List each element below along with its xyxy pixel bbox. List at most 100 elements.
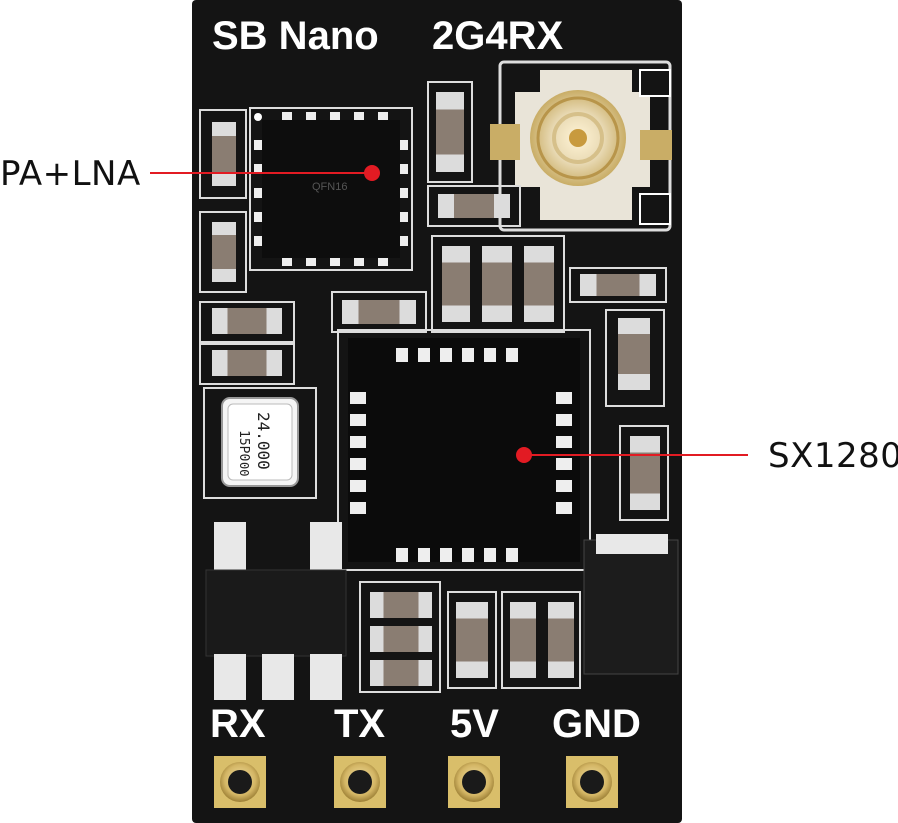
capacitor [427, 81, 473, 183]
resistor [569, 267, 667, 303]
pa-pad [306, 112, 316, 120]
pin-label-tx: TX [334, 702, 386, 746]
sx1280-pad [556, 480, 572, 492]
crystal-frequency: 24.000 [254, 412, 273, 470]
capacitor [605, 309, 665, 407]
sx1280-pad [484, 548, 496, 562]
pa-pad [354, 258, 364, 266]
sx1280-pad [462, 548, 474, 562]
callout-dot-pa-lna [364, 165, 380, 181]
capacitor [438, 194, 510, 218]
pa-pad [282, 112, 292, 120]
inductor [596, 534, 668, 554]
sx1280-pad [350, 458, 366, 470]
sx1280-pad [556, 392, 572, 404]
resistor [580, 274, 656, 296]
sx1280-pad [556, 458, 572, 470]
pa-pad [354, 112, 364, 120]
pin-label-rx: RX [210, 702, 266, 746]
capacitor [342, 300, 416, 324]
pa-chip-marking: QFN16 [312, 181, 347, 193]
sx1280-pad [418, 548, 430, 562]
inductor [583, 539, 679, 675]
pa-pad [378, 258, 388, 266]
pin-pad-hole [348, 770, 372, 794]
callout-dot-sx1280 [516, 447, 532, 463]
pin-pads [214, 756, 618, 808]
pa-pad [400, 140, 408, 150]
sx1280-pad [396, 348, 408, 362]
sx1280-pad [440, 348, 452, 362]
capacitor [199, 301, 295, 343]
pa-pad [400, 188, 408, 198]
capacitor [447, 591, 497, 689]
pa-pad [378, 112, 388, 120]
pa-lna-chip [249, 107, 413, 271]
sx1280-chip [337, 329, 591, 571]
capacitor [331, 291, 427, 333]
capacitor [442, 246, 470, 322]
capacitor [524, 246, 554, 322]
pa-lna-chip-pads [254, 112, 408, 266]
pa-pad [400, 212, 408, 222]
callout-label-sx1280: SX1280 [768, 436, 898, 476]
capacitor [436, 92, 464, 172]
pa-pad [254, 188, 262, 198]
sx1280-pad [556, 414, 572, 426]
pa-pad [282, 258, 292, 266]
capacitor [370, 660, 432, 686]
component-group [431, 235, 565, 333]
sx1280-pad [350, 414, 366, 426]
capacitor-group [359, 581, 441, 693]
sx1280-pad [350, 480, 366, 492]
capacitor [370, 592, 432, 618]
pin-label-gnd: GND [552, 702, 641, 746]
sx1280-pad [556, 502, 572, 514]
sx1280-pad [506, 548, 518, 562]
pin-pad-hole [580, 770, 604, 794]
capacitor [199, 343, 295, 385]
capacitor [618, 318, 650, 390]
pa-pad [254, 140, 262, 150]
crystal-code-2: 00 [237, 462, 251, 476]
pin-pad-hole [462, 770, 486, 794]
capacitor [456, 602, 488, 678]
pa-pad [254, 212, 262, 222]
sx1280-pad [350, 502, 366, 514]
capacitor [548, 602, 574, 678]
capacitor [510, 602, 536, 678]
pin-label-5v: 5V [450, 702, 499, 746]
capacitor [212, 222, 236, 282]
callout-label-pa-lna: PA+LNA [0, 154, 141, 194]
capacitor [212, 122, 236, 186]
capacitor [501, 591, 581, 689]
capacitor [199, 211, 247, 293]
sx1280-chip-pads [350, 348, 572, 562]
sx1280-pad [350, 392, 366, 404]
sx1280-pad [484, 348, 496, 362]
pa-pad [254, 236, 262, 246]
pa-pad [254, 164, 262, 174]
sx1280-pad [556, 436, 572, 448]
pa-pad [306, 258, 316, 266]
board-title-model: SB Nano [212, 14, 379, 58]
pa-pad [400, 164, 408, 174]
sx1280-pad [440, 548, 452, 562]
pin-pad-hole [228, 770, 252, 794]
capacitor [630, 436, 660, 510]
capacitor [619, 425, 669, 521]
capacitor [212, 350, 282, 376]
pa-pad [330, 258, 340, 266]
capacitor [212, 308, 282, 334]
voltage-regulator [205, 522, 347, 700]
crystal-oscillator [203, 387, 317, 499]
capacitor [199, 109, 247, 199]
sx1280-pad [462, 348, 474, 362]
crystal-code: 15P0 [236, 430, 251, 461]
sx1280-pad [396, 548, 408, 562]
sx1280-pad [350, 436, 366, 448]
pa-pad [400, 236, 408, 246]
antenna-connector-icon [490, 60, 672, 232]
capacitor [427, 185, 521, 227]
